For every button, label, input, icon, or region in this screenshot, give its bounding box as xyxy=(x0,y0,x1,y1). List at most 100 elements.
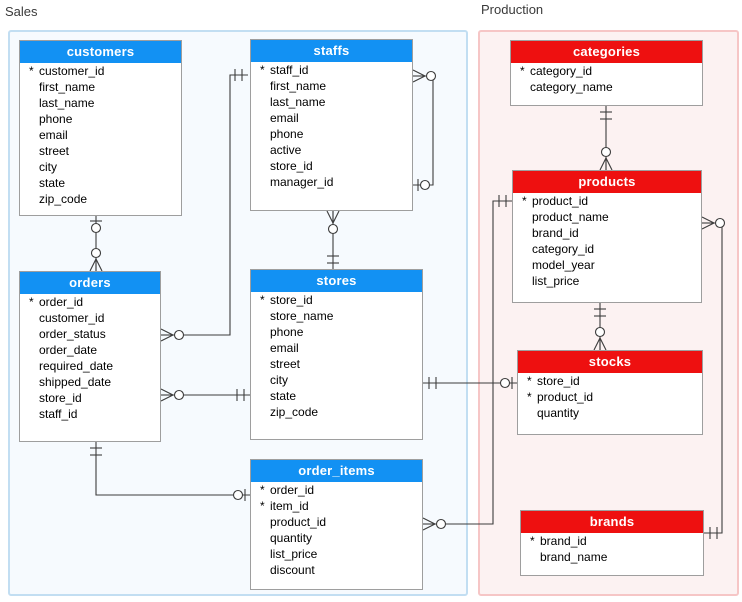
field-name: staff_id xyxy=(270,63,309,77)
table-products-title: products xyxy=(513,171,701,193)
field-stores-city: city xyxy=(251,372,422,388)
field-customers-state: state xyxy=(20,175,181,191)
field-name: active xyxy=(270,143,302,157)
group-production-panel xyxy=(478,30,739,596)
field-categories-category_id: * category_id xyxy=(511,63,702,79)
field-name: first_name xyxy=(39,80,96,94)
field-name: store_id xyxy=(39,391,82,405)
table-orders-title: orders xyxy=(20,272,160,294)
field-brands-brand_id: * brand_id xyxy=(521,533,703,549)
primary-key-marker: * xyxy=(530,534,535,548)
primary-key-marker: * xyxy=(527,374,532,388)
field-name: order_id xyxy=(270,483,315,497)
field-staffs-email: email xyxy=(251,110,412,126)
table-order_items-title: order_items xyxy=(251,460,422,482)
field-name: store_name xyxy=(270,309,334,323)
field-products-category_id: category_id xyxy=(513,241,701,257)
field-name: customer_id xyxy=(39,64,105,78)
field-name: state xyxy=(270,389,297,403)
field-name: state xyxy=(39,176,66,190)
primary-key-marker: * xyxy=(520,64,525,78)
field-customers-customer_id: * customer_id xyxy=(20,63,181,79)
field-name: store_id xyxy=(537,374,580,388)
field-customers-phone: phone xyxy=(20,111,181,127)
field-name: model_year xyxy=(532,258,595,272)
field-orders-order_date: order_date xyxy=(20,342,160,358)
field-products-list_price: list_price xyxy=(513,273,701,289)
field-orders-order_status: order_status xyxy=(20,326,160,342)
field-name: store_id xyxy=(270,293,313,307)
group-label-production: Production xyxy=(481,2,544,17)
primary-key-marker: * xyxy=(260,63,265,77)
field-categories-category_name: category_name xyxy=(511,79,702,95)
field-staffs-phone: phone xyxy=(251,126,412,142)
field-order_items-discount: discount xyxy=(251,562,422,578)
field-orders-order_id: * order_id xyxy=(20,294,160,310)
field-staffs-first_name: first_name xyxy=(251,78,412,94)
field-name: order_status xyxy=(39,327,106,341)
field-name: email xyxy=(39,128,68,142)
field-name: category_id xyxy=(532,242,595,256)
field-name: product_id xyxy=(537,390,594,404)
field-staffs-staff_id: * staff_id xyxy=(251,62,412,78)
primary-key-marker: * xyxy=(29,295,34,309)
field-name: order_date xyxy=(39,343,98,357)
field-stores-store_name: store_name xyxy=(251,308,422,324)
field-brands-brand_name: brand_name xyxy=(521,549,703,565)
field-staffs-active: active xyxy=(251,142,412,158)
primary-key-marker: * xyxy=(527,390,532,404)
field-name: discount xyxy=(270,563,315,577)
field-stores-email: email xyxy=(251,340,422,356)
primary-key-marker: * xyxy=(260,483,265,497)
field-order_items-order_id: * order_id xyxy=(251,482,422,498)
field-orders-staff_id: staff_id xyxy=(20,406,160,422)
table-customers-title: customers xyxy=(20,41,181,63)
field-name: order_id xyxy=(39,295,84,309)
field-name: category_name xyxy=(530,80,613,94)
field-name: customer_id xyxy=(39,311,105,325)
primary-key-marker: * xyxy=(29,64,34,78)
field-name: street xyxy=(270,357,301,371)
field-staffs-last_name: last_name xyxy=(251,94,412,110)
field-name: phone xyxy=(270,325,304,339)
primary-key-marker: * xyxy=(260,293,265,307)
field-order_items-list_price: list_price xyxy=(251,546,422,562)
field-customers-email: email xyxy=(20,127,181,143)
field-stocks-quantity: quantity xyxy=(518,405,702,421)
field-name: required_date xyxy=(39,359,114,373)
field-name: store_id xyxy=(270,159,313,173)
field-customers-last_name: last_name xyxy=(20,95,181,111)
field-customers-city: city xyxy=(20,159,181,175)
field-name: last_name xyxy=(39,96,95,110)
field-name: zip_code xyxy=(270,405,319,419)
field-name: brand_id xyxy=(532,226,579,240)
table-customers[interactable]: customers* customer_id first_name last_name… xyxy=(19,40,182,216)
field-name: city xyxy=(270,373,288,387)
field-name: last_name xyxy=(270,95,326,109)
field-name: quantity xyxy=(270,531,313,545)
field-name: category_id xyxy=(530,64,593,78)
field-name: phone xyxy=(39,112,73,126)
primary-key-marker: * xyxy=(260,499,265,513)
table-categories-fields: * category_id category_name xyxy=(511,63,702,95)
field-products-brand_id: brand_id xyxy=(513,225,701,241)
field-name: brand_id xyxy=(540,534,587,548)
field-order_items-item_id: *item_id xyxy=(251,498,422,514)
field-staffs-manager_id: manager_id xyxy=(251,174,412,190)
table-orders-fields: * order_id customer_id order_status order_da… xyxy=(20,294,160,422)
field-stores-zip_code: zip_code xyxy=(251,404,422,420)
field-name: list_price xyxy=(532,274,580,288)
field-name: quantity xyxy=(537,406,580,420)
